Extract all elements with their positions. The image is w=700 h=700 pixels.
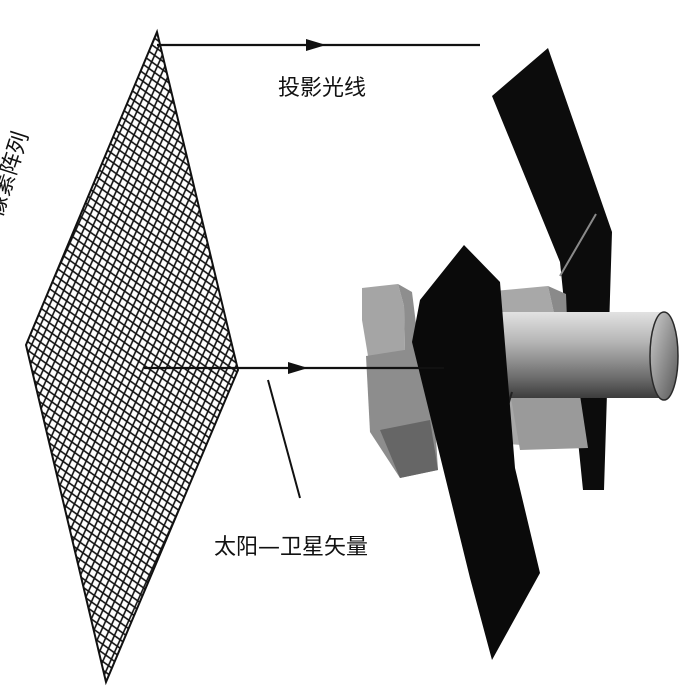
- sun-satellite-vector-label: 太阳—卫星矢量: [214, 535, 369, 560]
- panel-strut: [559, 213, 597, 277]
- projection-ray-top-arrow: [306, 39, 326, 51]
- pixel-array-mesh: [24, 28, 240, 686]
- solar-panel-front: [412, 245, 540, 660]
- body-box-main-dark: [380, 420, 438, 478]
- projection-ray-middle-arrow: [288, 362, 308, 374]
- sun-vector-leader: [267, 379, 301, 499]
- body-box-top: [362, 284, 405, 356]
- body-box-lower: [510, 382, 588, 450]
- projection-rays-label: 投影光线: [278, 76, 367, 101]
- body-cylinder-cap: [649, 311, 679, 401]
- satellite-body: [362, 284, 679, 478]
- pixel-array: [24, 28, 240, 686]
